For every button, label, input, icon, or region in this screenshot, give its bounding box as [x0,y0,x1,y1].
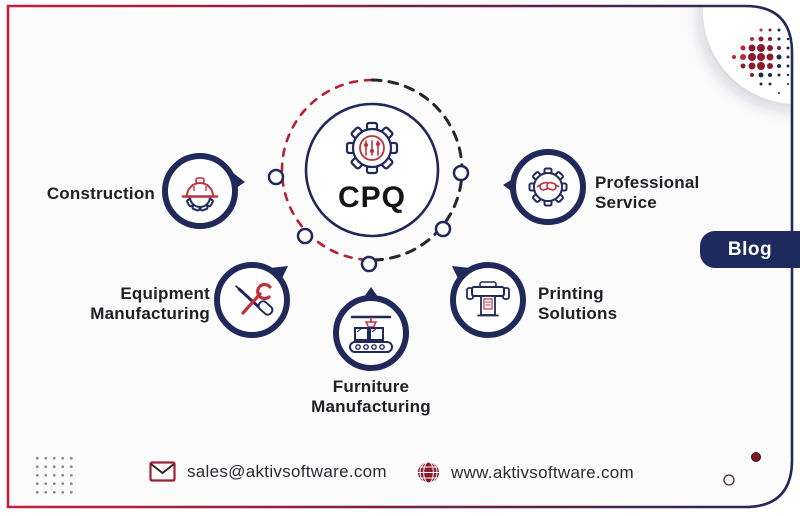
gear-sliders-icon [345,121,399,175]
equipment-manufacturing-label-line1: Equipment [120,284,210,303]
corner-dots-decoration [723,452,761,486]
professional-service-circle [503,149,586,225]
professional-service-label-line1: Professional [595,173,700,192]
printing-solutions-label-line1: Printing [538,284,604,303]
wrench-screwdriver-icon [235,282,274,316]
envelope-icon [149,461,176,482]
blog-tab[interactable]: Blog [700,231,800,268]
cpq-label: CPQ [337,181,406,214]
dots-arrow-decoration [732,28,790,94]
footer-website[interactable]: www.aktivsoftware.com [417,461,634,484]
blog-tab-label: Blog [727,238,773,260]
corner-decoration [703,6,792,104]
professional-service-label: Professional Service [595,173,745,213]
plotter-printer-icon [466,281,510,317]
professional-service-label-line2: Service [595,193,657,212]
footer-email[interactable]: sales@aktivsoftware.com [149,461,387,482]
gear-handshake-icon [528,167,568,207]
equipment-manufacturing-circle [214,262,290,338]
construction-label: Construction [15,184,155,204]
conveyor-belt-icon [349,315,393,353]
footer-website-text: www.aktivsoftware.com [451,462,634,482]
equipment-manufacturing-label-line2: Manufacturing [90,304,210,323]
dots-grid-decoration [33,454,74,494]
globe-icon [418,461,439,484]
printing-solutions-label: Printing Solutions [538,284,678,324]
furniture-manufacturing-label-line1: Furniture [332,377,410,396]
hard-hat-icon [181,177,219,212]
footer-email-text: sales@aktivsoftware.com [187,461,387,481]
card-frame [6,4,794,509]
furniture-manufacturing-label-line2: Manufacturing [311,397,431,416]
furniture-manufacturing-circle [333,287,409,371]
printing-solutions-circle [450,262,526,338]
equipment-manufacturing-label: Equipment Manufacturing [70,284,210,324]
printing-solutions-label-line2: Solutions [538,304,618,323]
construction-circle [162,153,245,229]
construction-label-line1: Construction [46,184,155,203]
orbit-nodes [267,164,470,273]
furniture-manufacturing-label: Furniture Manufacturing [281,377,461,417]
